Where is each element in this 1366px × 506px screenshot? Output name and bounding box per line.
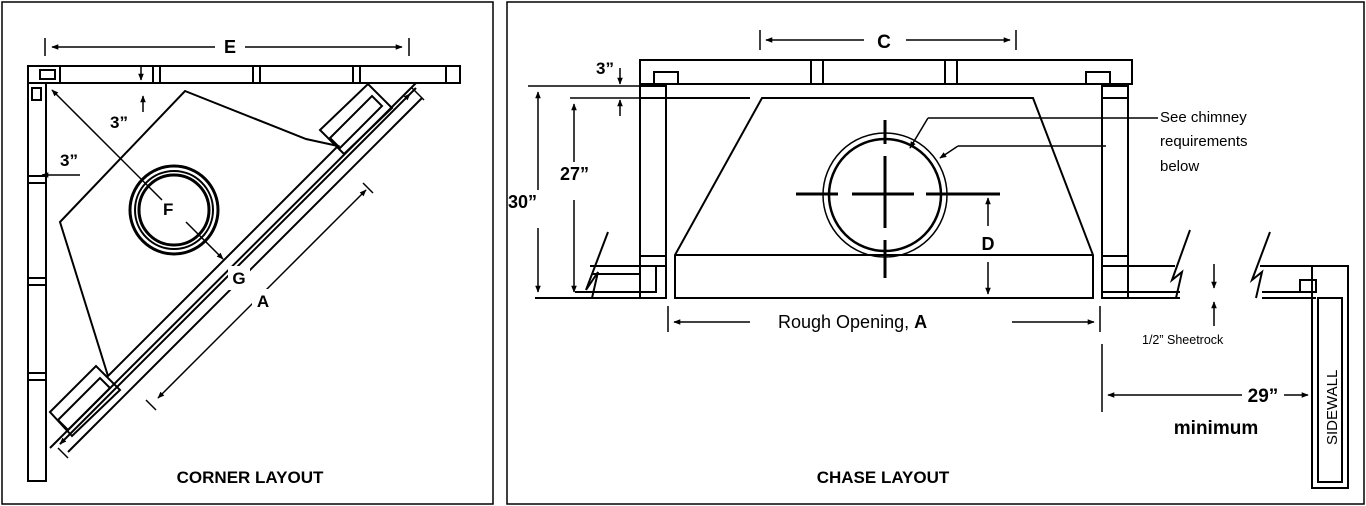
chase-dimensions: [528, 30, 1309, 412]
sidewall: [1311, 265, 1349, 489]
chase-panel-border: [506, 1, 1365, 505]
corner-left-framing: [27, 82, 47, 482]
chimney-note-line-1: See chimney: [1160, 109, 1247, 126]
dim-c-label: C: [877, 32, 891, 53]
chase-top-framing: [639, 59, 1133, 85]
chase-flue-circle: [796, 120, 1000, 278]
dim-30-label: 30”: [508, 192, 537, 212]
sidewall-label: SIDEWALL: [1324, 370, 1341, 445]
dim-a-label: A: [257, 292, 269, 311]
corner-panel-border: [1, 1, 494, 505]
rough-opening-text: Rough Opening,: [778, 312, 914, 332]
dim-f-label: F: [163, 200, 173, 219]
dim-27-label: 27”: [560, 164, 589, 184]
chimney-note-line-3: below: [1160, 158, 1199, 175]
corner-layout-panel: E 3” 3” F G A CORNER LAYOUT: [1, 1, 494, 505]
chase-layout-panel: SIDEWALL: [506, 1, 1365, 505]
chase-layout-title: CHASE LAYOUT: [817, 468, 950, 487]
dim-d-label: D: [982, 234, 995, 254]
rough-opening-letter: A: [914, 312, 927, 332]
dim-29-label: 29”: [1248, 386, 1279, 407]
dim-3-label: 3”: [596, 59, 614, 78]
chase-right-wall: [1101, 229, 1346, 299]
chimney-note-line-2: requirements: [1160, 133, 1248, 150]
chase-left-wall: [535, 231, 657, 299]
corner-top-framing: [27, 65, 461, 84]
corner-layout-title: CORNER LAYOUT: [177, 468, 324, 487]
dim-e-label: E: [224, 37, 236, 57]
rough-opening-label: Rough Opening, A: [778, 312, 927, 332]
sheetrock-label: 1/2” Sheetrock: [1142, 333, 1224, 347]
minimum-label: minimum: [1174, 418, 1258, 439]
dim-3-top-label: 3”: [110, 113, 128, 132]
dim-3-side-label: 3”: [60, 151, 78, 170]
dim-g-label: G: [232, 269, 245, 288]
